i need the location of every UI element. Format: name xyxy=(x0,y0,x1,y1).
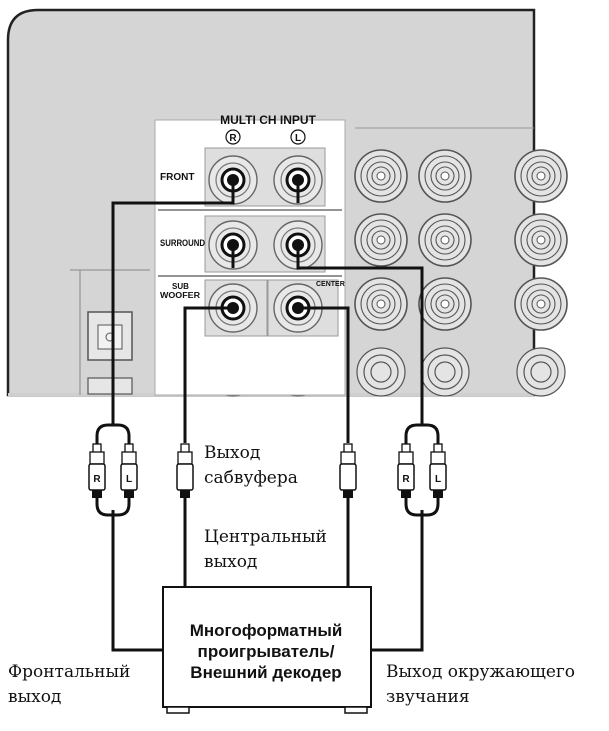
device-box xyxy=(162,586,372,708)
center-output-label-line1: Центральный xyxy=(204,527,327,547)
surround-left-cable xyxy=(296,245,424,425)
surround-bottom-loop xyxy=(404,492,440,517)
center-label: CENTER xyxy=(316,281,345,288)
device-foot-right xyxy=(344,706,368,714)
device-label-line2: проигрыватель/ xyxy=(197,642,335,661)
port-below xyxy=(87,377,133,395)
front-right-cable xyxy=(111,180,235,425)
front-top-loop xyxy=(95,423,131,448)
rca-plug xyxy=(339,443,357,498)
surround-output-label-line2: звучания xyxy=(386,687,470,707)
sub-label-line1: SUB xyxy=(172,282,189,291)
surround-top-loop xyxy=(404,423,440,448)
rca-plug: R xyxy=(397,443,415,498)
optical-port-inner xyxy=(97,324,123,350)
background-jack xyxy=(354,277,408,331)
background-jack-bottom xyxy=(356,347,406,397)
cables xyxy=(111,180,424,652)
plug-letter: R xyxy=(93,474,101,485)
plug-letter: L xyxy=(435,474,441,485)
left-channel-mark xyxy=(290,129,306,145)
background-jack xyxy=(514,277,568,331)
front-right-to-device-cable xyxy=(111,510,163,652)
subwoofer-output-label-line1: Выход xyxy=(204,443,261,463)
left-mark-text: L xyxy=(295,133,301,144)
background-jack xyxy=(514,213,568,267)
background-jack xyxy=(354,149,408,203)
center-cable xyxy=(298,306,350,443)
panel-title: MULTI CH INPUT xyxy=(220,113,316,127)
background-jack-bottom xyxy=(516,347,566,397)
background-jack xyxy=(418,213,472,267)
rca-plug: R xyxy=(88,443,106,498)
background-jack xyxy=(514,149,568,203)
right-mark-text: R xyxy=(229,133,237,144)
background-jack xyxy=(354,213,408,267)
surround-output-label-line1: Выход окружающего xyxy=(386,662,576,682)
front-output-label-line1: Фронтальный xyxy=(8,662,131,682)
center-output-label-line2: выход xyxy=(204,552,258,572)
surround-label: SURROUND xyxy=(160,238,205,248)
cable-loops xyxy=(95,423,440,517)
rca-plug: L xyxy=(429,443,447,498)
front-label: FRONT xyxy=(160,172,194,183)
right-channel-mark xyxy=(225,129,241,145)
subwoofer-output-label-line2: сабвуфера xyxy=(204,468,298,488)
sub-label-line2: WOOFER xyxy=(160,291,200,300)
rca-plug: L xyxy=(120,443,138,498)
background-jack xyxy=(418,277,472,331)
device-label: Многоформатный проигрыватель/ Внешний де… xyxy=(163,620,369,683)
device-label-line1: Многоформатный xyxy=(189,621,343,640)
front-output-label-line2: выход xyxy=(8,687,62,707)
background-jack xyxy=(418,149,472,203)
rca-plug xyxy=(176,443,194,498)
plug-letter: L xyxy=(126,474,132,485)
front-bottom-loop xyxy=(95,492,131,517)
background-jack-bottom xyxy=(420,347,470,397)
plug-letter: R xyxy=(402,474,410,485)
surround-to-device-cable xyxy=(371,510,424,652)
device-foot-left xyxy=(166,706,190,714)
subwoofer-cable xyxy=(183,306,233,443)
device-label-line3: Внешний декодер xyxy=(190,663,342,682)
